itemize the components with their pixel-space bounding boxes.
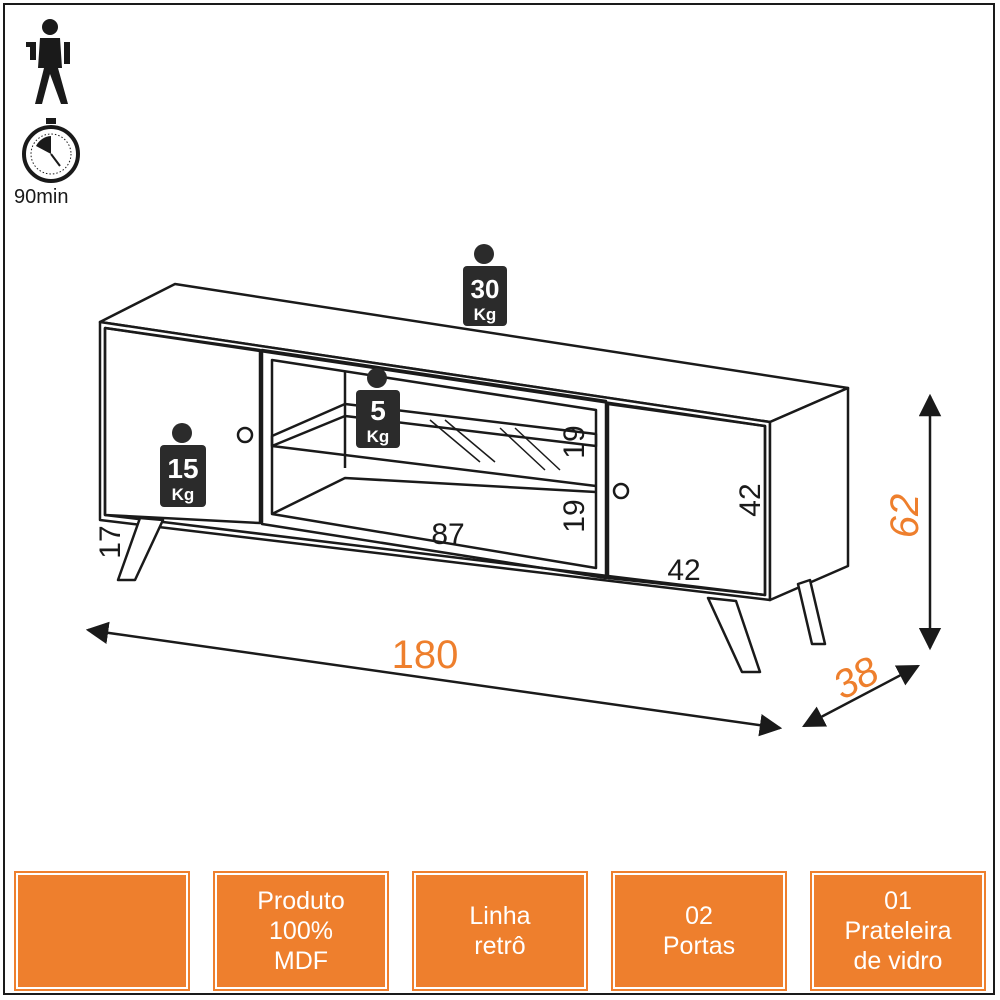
- weight-badge-top: 30 Kg: [463, 244, 507, 326]
- feature-box-1: [14, 871, 190, 991]
- weight-top-number: 30: [471, 274, 500, 304]
- weight-badge-shelf: 5 Kg: [356, 368, 400, 448]
- dimension-width: 180: [392, 633, 459, 677]
- weight-shelf-number: 5: [370, 395, 386, 426]
- dimension-depth: 38: [826, 648, 887, 708]
- assembler-person-icon: [26, 19, 70, 104]
- assembly-time-label: 90min: [14, 186, 69, 208]
- weight-badge-door: 15 Kg: [160, 423, 206, 507]
- weight-door-unit: Kg: [172, 485, 195, 504]
- feature-boxes: Produto 100% MDF Linha retrô 02 Portas 0…: [14, 871, 990, 991]
- dimension-door-width: 42: [667, 554, 700, 587]
- dimension-arrows: [85, 393, 942, 737]
- tv-rack-drawing: [98, 282, 850, 674]
- weight-shelf-unit: Kg: [367, 427, 390, 446]
- feature-box-doors: 02 Portas: [611, 871, 787, 991]
- dimension-niche-width: 87: [431, 518, 464, 551]
- feature-box-mdf: Produto 100% MDF: [213, 871, 389, 991]
- dimension-niche-lower: 19: [558, 499, 591, 532]
- weight-door-number: 15: [167, 453, 198, 484]
- dimension-niche-upper: 19: [558, 425, 591, 458]
- dimension-leg-height: 17: [94, 525, 127, 558]
- image-frame: [3, 3, 995, 995]
- dimension-door-height: 42: [734, 483, 767, 516]
- furniture-diagram: 30 Kg 5 Kg 15 Kg 180 62 38 17 87 19 19 4…: [22, 19, 942, 737]
- feature-box-glass-shelf: 01 Prateleira de vidro: [810, 871, 986, 991]
- stopwatch-icon: [22, 118, 80, 183]
- dimension-height: 62: [883, 494, 927, 539]
- weight-top-unit: Kg: [474, 305, 497, 324]
- feature-box-retro: Linha retrô: [412, 871, 588, 991]
